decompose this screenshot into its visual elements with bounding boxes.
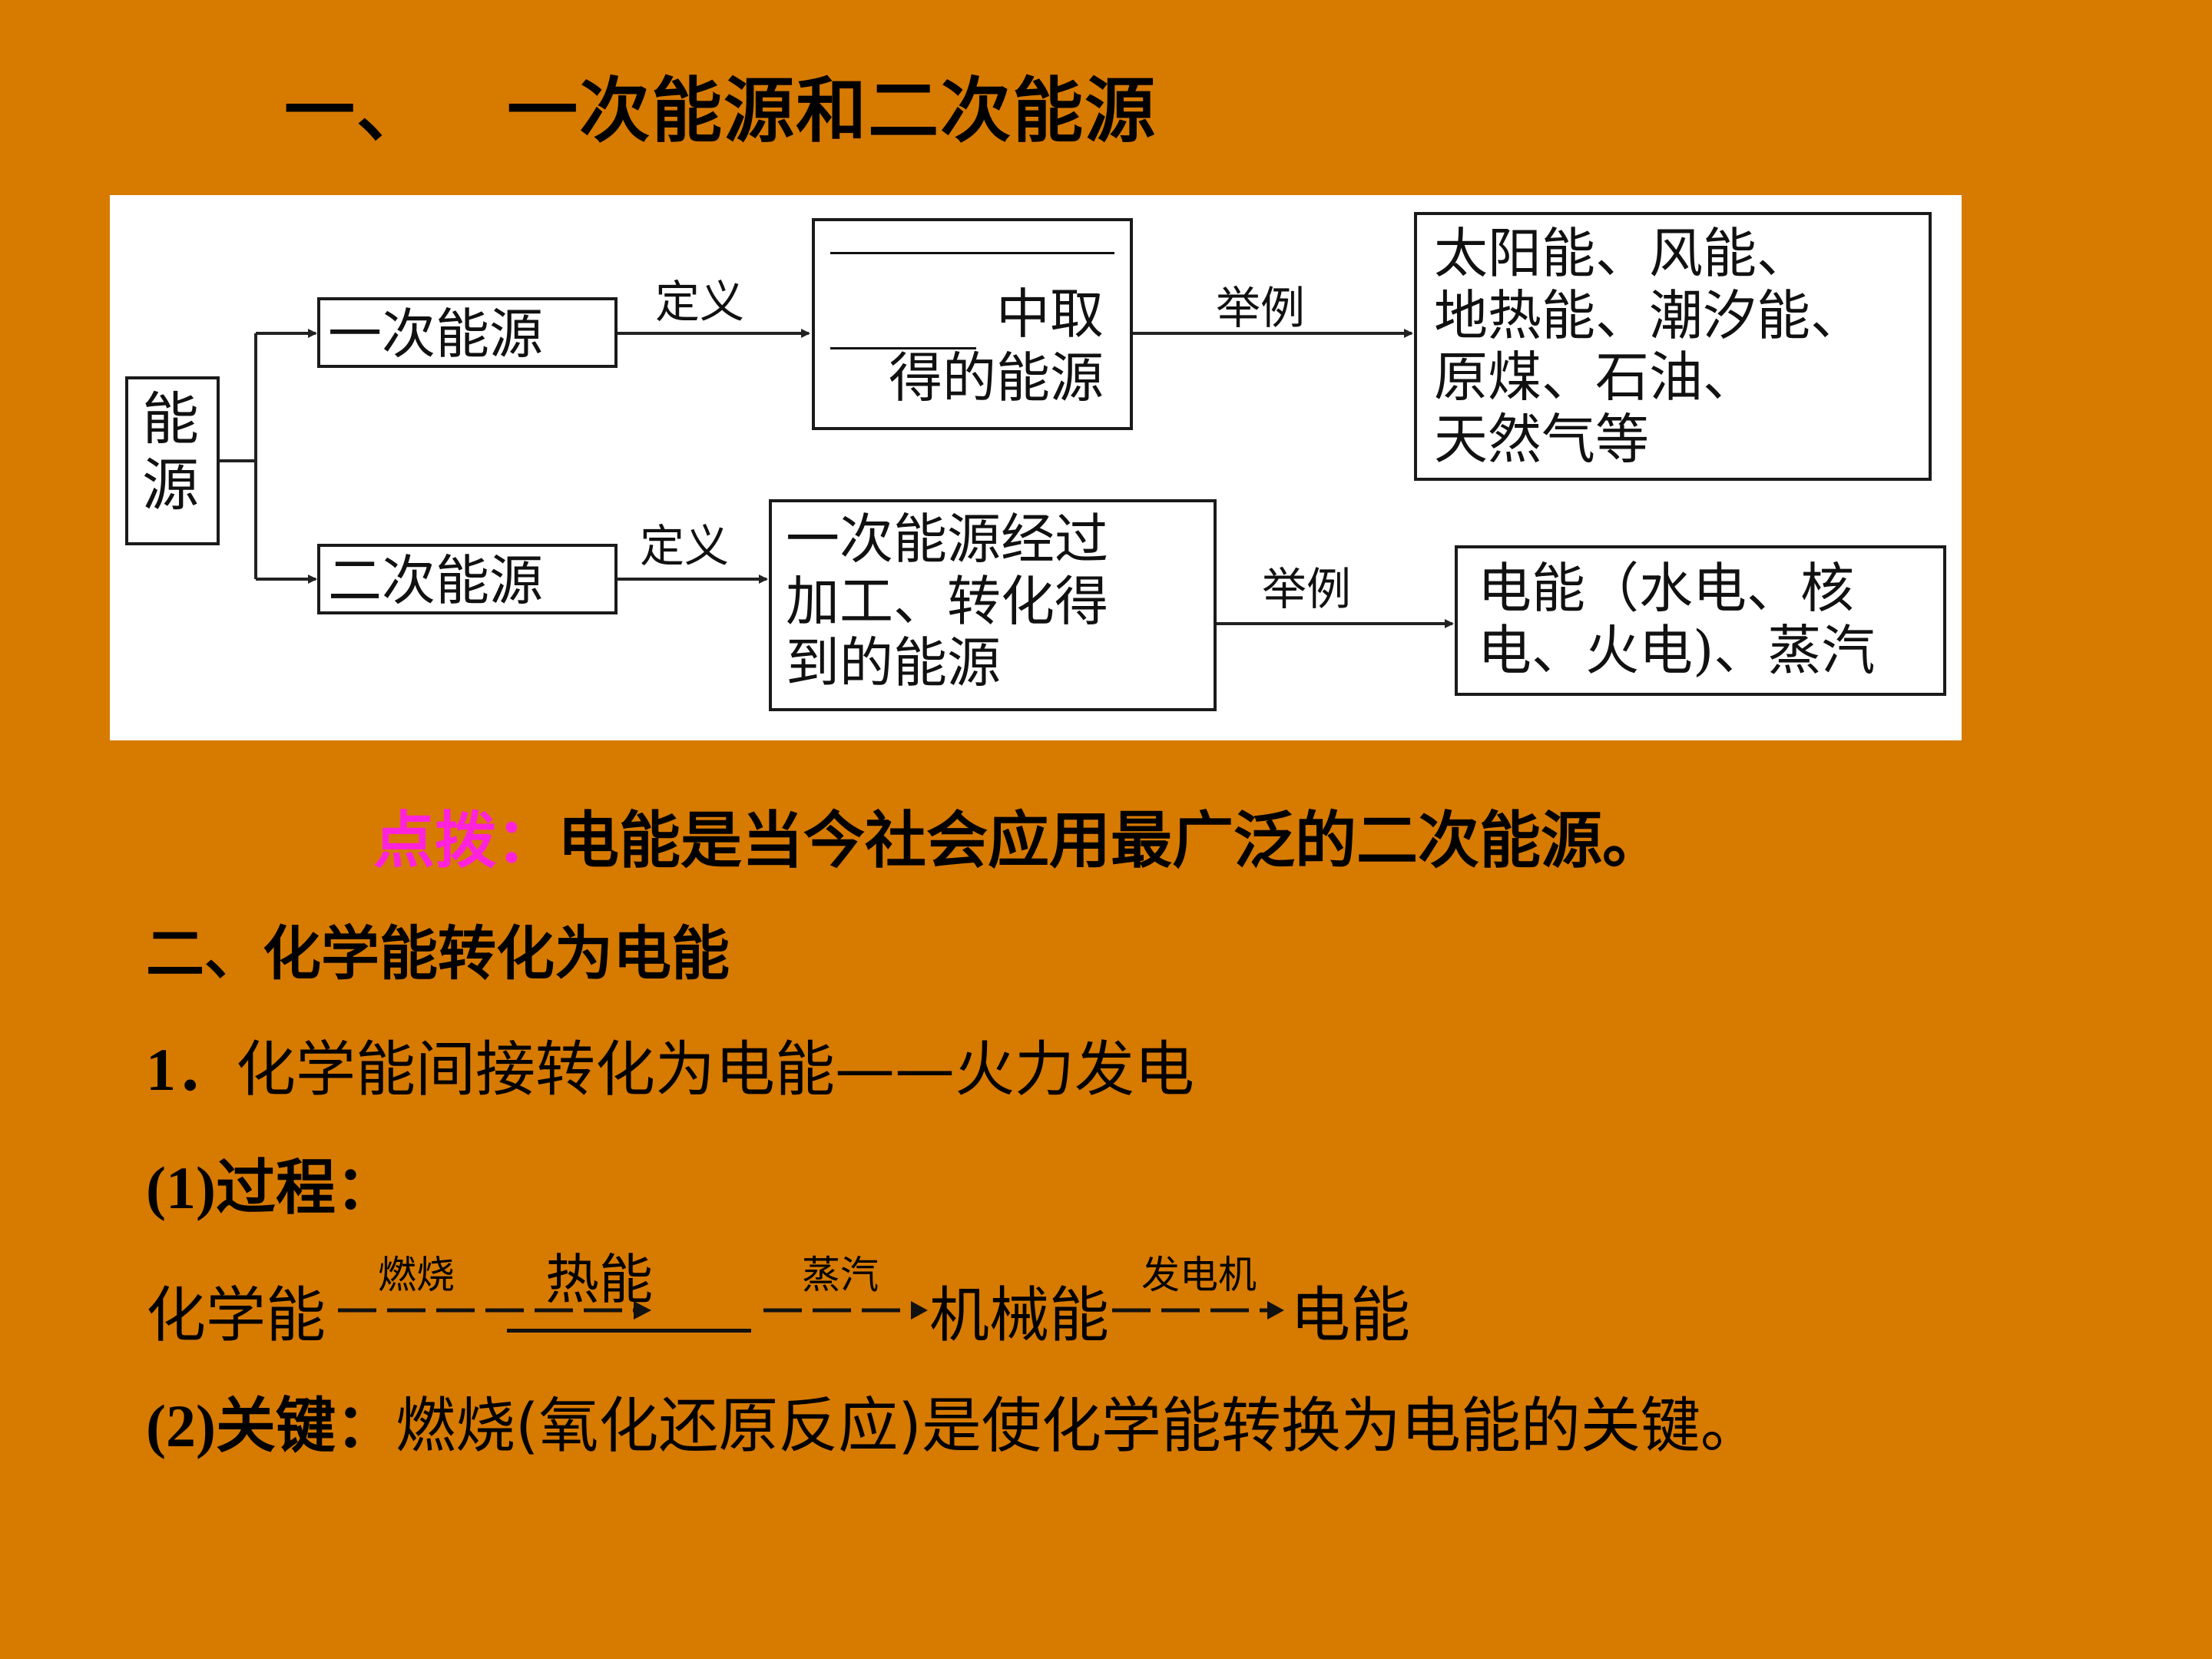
energy-classification-diagram: 能 源 一次能源 定义 中取 得的能源 举例 太阳能、风能、 地热能、潮汐能、 … xyxy=(110,195,1962,740)
primary-energy-box: 一次能源 xyxy=(317,297,618,368)
flow-arrow3 xyxy=(1112,1301,1284,1320)
flow-arrow1 xyxy=(338,1301,651,1320)
process-label: (1)过程： xyxy=(146,1154,396,1221)
flow-mid: 机械能 xyxy=(929,1281,1110,1350)
flow-end: 电能 xyxy=(1290,1281,1411,1350)
tip-key: 点拨： xyxy=(373,805,558,876)
diagram-connectors xyxy=(220,329,1454,628)
primary-examples-box: 太阳能、风能、 地热能、潮汐能、 原煤、石油、 天然气等 xyxy=(1414,212,1932,481)
root-box: 能 源 xyxy=(125,376,220,545)
item1-number: 1． xyxy=(146,1036,237,1103)
secondary-definition-label: 定义 xyxy=(640,520,730,572)
primary-definition-label: 定义 xyxy=(655,276,745,328)
key-label: (2)关键： xyxy=(146,1392,396,1459)
flow-arrow3-label: 发电机 xyxy=(1141,1253,1257,1297)
primary-example-label: 举例 xyxy=(1216,282,1306,334)
item1-line: 1．化学能间接转化为电能——火力发电 xyxy=(146,1022,1194,1108)
blank-line-1 xyxy=(830,252,1114,254)
flow-arrow2 xyxy=(763,1301,928,1320)
flow-start: 化学能 xyxy=(146,1281,326,1350)
secondary-definition-box: 一次能源经过 加工、转化得 到的能源 xyxy=(769,499,1217,711)
primary-definition-box: 中取 得的能源 xyxy=(812,218,1133,430)
flow-blank-answer: 热能 xyxy=(545,1248,653,1311)
flow-arrow1-label: 燃烧 xyxy=(378,1253,455,1297)
item1-text: 化学能间接转化为电能——火力发电 xyxy=(236,1035,1195,1104)
tip-text: 电能是当今社会应用最广泛的二次能源。 xyxy=(558,804,1664,876)
page-title: 一、 一次能源和二次能源 xyxy=(284,70,1157,152)
blank-line-2 xyxy=(830,347,976,349)
flow-blank-line xyxy=(507,1329,751,1333)
process-flow: 化学能 燃烧 热能 蒸汽 机械能 发电机 电能 xyxy=(146,1244,1452,1359)
secondary-energy-box: 二次能源 xyxy=(317,544,618,614)
secondary-example-label: 举例 xyxy=(1262,563,1352,615)
key-line: (2)关键：燃烧(氧化还原反应)是使化学能转换为电能的关键。 xyxy=(146,1378,1760,1464)
tip-line: 点拨：电能是当今社会应用最广泛的二次能源。 xyxy=(373,791,1664,880)
secondary-examples-box: 电能（水电、核 电、火电)、蒸汽 xyxy=(1455,545,1946,696)
key-text: 燃烧(氧化还原反应)是使化学能转换为电能的关键。 xyxy=(395,1392,1760,1461)
section2-heading: 二、化学能转化为电能 xyxy=(146,919,730,988)
primary-definition-text: 中取 得的能源 xyxy=(889,283,1104,409)
flow-arrow2-label: 蒸汽 xyxy=(802,1253,879,1297)
